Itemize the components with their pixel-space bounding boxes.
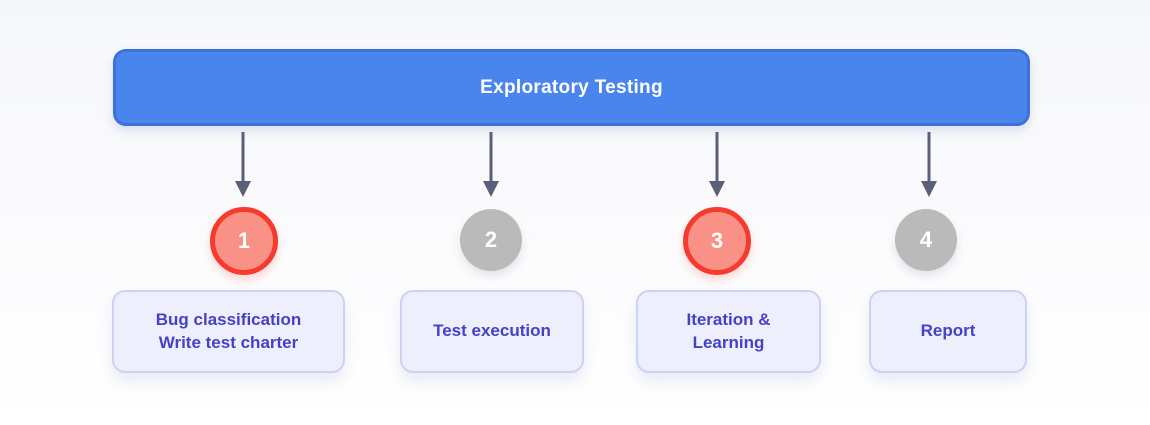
step-number: 2 <box>484 227 498 252</box>
step-circle-3: 3 <box>683 207 751 275</box>
step-card-label: Write test charter <box>158 332 299 352</box>
step-card-label: Learning <box>692 332 765 352</box>
down-arrow-icon <box>483 132 499 197</box>
step-circle-4: 4 <box>895 209 957 271</box>
header-bar: Exploratory Testing <box>113 49 1030 126</box>
down-arrow-icon <box>235 132 251 197</box>
step-circle-1: 1 <box>210 207 278 275</box>
step-number: 3 <box>710 228 724 253</box>
step-card-label: Report <box>920 321 976 341</box>
step-card-label: Test execution <box>433 321 551 341</box>
step-card-iteration-learning: Iteration & Learning <box>636 290 821 373</box>
step-number: 1 <box>237 228 251 253</box>
step-card-report: Report <box>869 290 1027 373</box>
step-circle-2: 2 <box>460 209 522 271</box>
down-arrow-icon <box>921 132 937 197</box>
step-card-test-execution: Test execution <box>400 290 584 373</box>
step-number: 4 <box>919 227 933 252</box>
down-arrow-icon <box>709 132 725 197</box>
diagram-title: Exploratory Testing <box>480 76 663 98</box>
step-card-label: Iteration & <box>686 310 771 330</box>
step-card-label: Bug classification <box>155 310 302 330</box>
step-card-bug-classification: Bug classification Write test charter <box>112 290 345 373</box>
